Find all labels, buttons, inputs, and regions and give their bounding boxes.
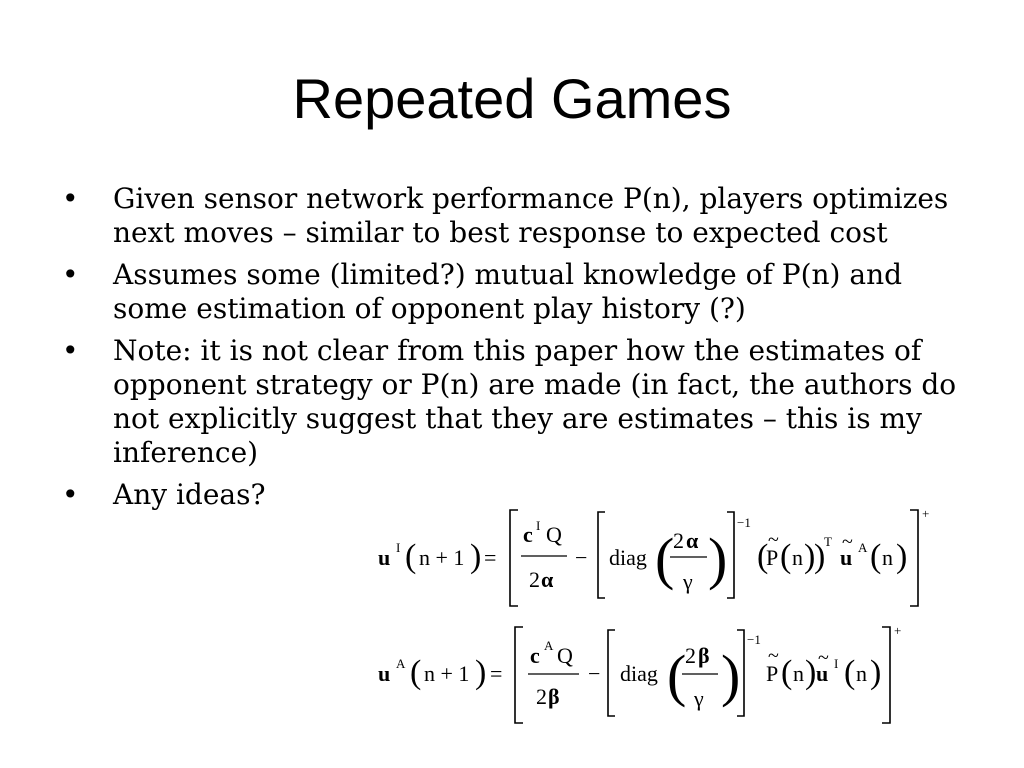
bullet-item: • Assumes some (limited?) mutual knowled… xyxy=(62,258,982,326)
eq1-inner-left-bracket xyxy=(597,511,605,599)
eq2-u-rparen: ) xyxy=(870,654,881,691)
eq1-outer-right-bracket xyxy=(910,509,919,607)
eq2-minus: − xyxy=(588,661,600,686)
eq2-inner-left-bracket xyxy=(607,629,615,717)
eq1-frac2-num-sym: α xyxy=(686,528,699,553)
eq1-lhs-var: u xyxy=(378,545,390,570)
eq1-u-tilde: ~ xyxy=(842,531,853,553)
eq2-lhs-var: u xyxy=(378,661,390,686)
eq1-p-arg-lparen: ( xyxy=(780,538,791,575)
eq2-frac2-num-sym: β xyxy=(698,643,710,668)
bullet-item: • Given sensor network performance P(n),… xyxy=(62,182,982,250)
slide-title: Repeated Games xyxy=(292,67,732,130)
eq2-lhs-arg: n + 1 xyxy=(424,661,469,686)
bullet-text: Assumes some (limited?) mutual knowledge… xyxy=(113,258,903,325)
eq2-p-lparen: ( xyxy=(781,654,792,691)
eq2-diag-lparen: ( xyxy=(667,643,686,708)
eq1-minus: − xyxy=(575,545,587,570)
eq2-lhs-sup: A xyxy=(396,656,406,671)
eq1-p-arg: n xyxy=(792,545,803,570)
eq1-frac1-num-var: c xyxy=(523,522,533,547)
bullet-item: • Note: it is not clear from this paper … xyxy=(62,334,982,470)
eq1-lhs-arg: n + 1 xyxy=(419,545,464,570)
eq1-p-letter: P xyxy=(766,545,778,570)
eq1-diag: diag xyxy=(609,545,647,570)
eq1-frac1-num-sup: I xyxy=(536,518,540,533)
eq1-p-arg-rparen: ) xyxy=(804,538,815,575)
eq2-frac2-num-coef: 2 xyxy=(685,643,696,668)
eq1-u-lparen: ( xyxy=(870,538,881,575)
eq1-p-rparen: ) xyxy=(814,538,825,575)
eq2-lparen: ( xyxy=(410,654,421,691)
bullet-text: Given sensor network performance P(n), p… xyxy=(113,182,949,249)
eq2-inner-right-bracket xyxy=(737,629,745,717)
eq2-diag: diag xyxy=(620,661,658,686)
eq1-plus-sup: + xyxy=(922,506,929,521)
eq1-lhs-sup: I xyxy=(396,540,400,555)
eq1-u-arg: n xyxy=(882,545,893,570)
eq1-p-tilde: ~ xyxy=(768,529,779,551)
eq1-lparen: ( xyxy=(405,538,416,575)
eq2-p-arg: n xyxy=(793,661,804,686)
eq2-rparen: ) xyxy=(475,654,486,691)
eq2-inv-exp: −1 xyxy=(747,632,761,647)
eq2-p-letter: P xyxy=(766,661,778,686)
eq1-outer-left-bracket xyxy=(509,509,518,607)
bullet-text: Note: it is not clear from this paper ho… xyxy=(113,334,957,469)
eq2-frac1-num-rest: Q xyxy=(557,643,573,668)
eq1-frac1-num-rest: Q xyxy=(546,522,562,547)
eq1-u-rparen: ) xyxy=(896,538,907,575)
eq1-transpose: T xyxy=(824,534,832,549)
eq1-frac1-den-coef: 2 xyxy=(529,567,540,592)
eq2-equals: = xyxy=(490,661,502,686)
eq2-p-rparen: ) xyxy=(805,654,816,691)
eq2-frac1-den-coef: 2 xyxy=(536,684,547,709)
eq1-diag-lparen: ( xyxy=(655,526,674,591)
eq2-outer-right-bracket xyxy=(882,626,891,724)
eq2-plus-sup: + xyxy=(894,623,901,638)
eq1-diag-rparen: ) xyxy=(708,526,727,591)
eq2-u-lparen: ( xyxy=(844,654,855,691)
bullet-dot-icon: • xyxy=(62,258,79,291)
bullet-text: Any ideas? xyxy=(113,478,266,511)
eq2-frac1-den-sym: β xyxy=(548,684,560,709)
eq1-inv-exp: −1 xyxy=(737,515,751,530)
eq2-frac1-num-var: c xyxy=(530,643,540,668)
bullet-dot-icon: • xyxy=(62,334,79,367)
eq2-frac2-den: γ xyxy=(693,686,704,711)
eq2-u-arg: n xyxy=(856,661,867,686)
eq1-u-letter: u xyxy=(840,545,852,570)
eq1-frac2-num-coef: 2 xyxy=(673,528,684,553)
eq1-frac2-den: γ xyxy=(682,569,693,594)
eq2-u-sup: I xyxy=(834,656,838,671)
eq1-rparen: ) xyxy=(470,538,481,575)
bullet-dot-icon: • xyxy=(62,478,79,511)
eq1-inner-right-bracket xyxy=(727,511,735,599)
eq1-equals: = xyxy=(484,545,496,570)
eq2-diag-rparen: ) xyxy=(721,643,740,708)
eq1-p-lparen: ( xyxy=(757,538,768,575)
eq2-outer-left-bracket xyxy=(514,626,523,724)
eq2-frac1-num-sup: A xyxy=(544,638,554,653)
eq2-u-letter: u xyxy=(816,661,828,686)
bullet-list: • Given sensor network performance P(n),… xyxy=(62,182,982,520)
eq2-u-tilde: ~ xyxy=(818,647,829,669)
eq1-u-sup: A xyxy=(858,540,868,555)
bullet-dot-icon: • xyxy=(62,182,79,215)
eq2-p-tilde: ~ xyxy=(768,645,779,667)
eq1-frac1-den-sym: α xyxy=(541,567,554,592)
bullet-item: • Any ideas? xyxy=(62,478,982,512)
